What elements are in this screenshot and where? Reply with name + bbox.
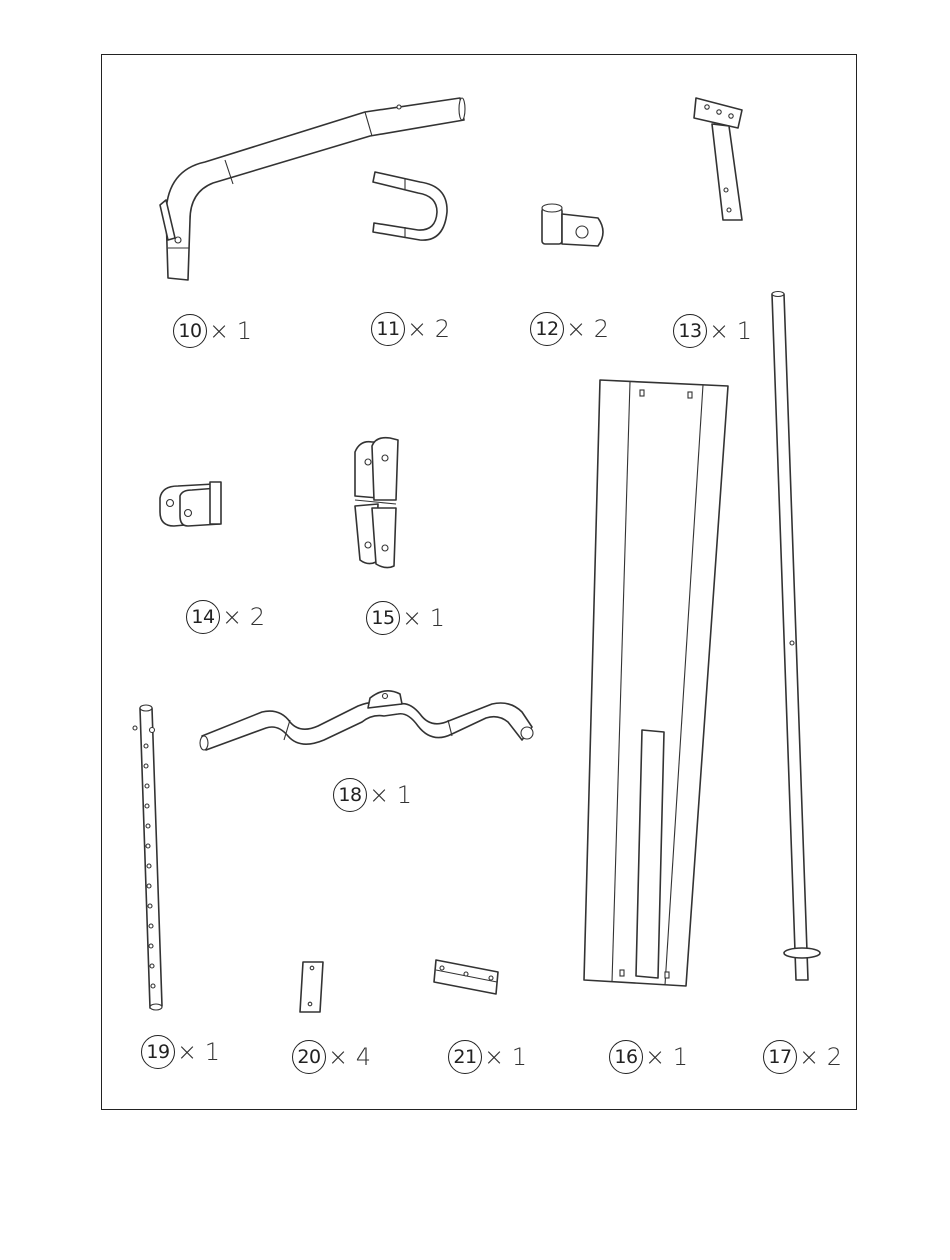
part-13-plate-post — [694, 98, 742, 220]
part-number-badge: 13 — [673, 314, 707, 348]
part-quantity: × 1 — [177, 1038, 220, 1066]
part-quantity: × 1 — [209, 317, 252, 345]
part-quantity: × 1 — [369, 781, 412, 809]
part-quantity: × 1 — [484, 1043, 527, 1071]
part-13-label: 13 × 1 — [673, 314, 752, 348]
part-15-label: 15 × 1 — [366, 601, 445, 635]
part-number-badge: 20 — [292, 1040, 326, 1074]
part-quantity: × 1 — [402, 604, 445, 632]
part-number-badge: 21 — [448, 1040, 482, 1074]
part-12-label: 12 × 2 — [530, 312, 609, 346]
part-19-adjustment-tube — [133, 705, 162, 1010]
part-21-angle-plate — [434, 960, 498, 994]
part-17-long-rod — [772, 292, 820, 981]
part-number-badge: 12 — [530, 312, 564, 346]
part-quantity: × 2 — [407, 315, 450, 343]
part-20-label: 20 × 4 — [292, 1040, 371, 1074]
part-quantity: × 1 — [709, 317, 752, 345]
part-14-label: 14 × 2 — [186, 600, 265, 634]
part-number-badge: 11 — [371, 312, 405, 346]
part-16-long-channel — [584, 380, 728, 986]
part-number-badge: 15 — [366, 601, 400, 635]
part-11-label: 11 × 2 — [371, 312, 450, 346]
part-20-small-plate — [300, 962, 323, 1012]
part-14-small-bracket — [160, 482, 221, 526]
part-number-badge: 19 — [141, 1035, 175, 1069]
part-number-badge: 10 — [173, 314, 207, 348]
part-21-label: 21 × 1 — [448, 1040, 527, 1074]
part-number-badge: 18 — [333, 778, 367, 812]
part-number-badge: 16 — [609, 1040, 643, 1074]
part-18-label: 18 × 1 — [333, 778, 412, 812]
part-10-label: 10 × 1 — [173, 314, 252, 348]
part-19-label: 19 × 1 — [141, 1035, 220, 1069]
part-11-u-bolt — [373, 172, 447, 240]
part-quantity: × 4 — [328, 1043, 371, 1071]
part-16-label: 16 × 1 — [609, 1040, 688, 1074]
part-quantity: × 2 — [222, 603, 265, 631]
part-quantity: × 1 — [645, 1043, 688, 1071]
part-quantity: × 2 — [799, 1043, 842, 1071]
part-12-pivot-bracket — [542, 204, 603, 246]
part-15-double-bracket — [355, 438, 398, 568]
part-17-label: 17 × 2 — [763, 1040, 842, 1074]
part-number-badge: 14 — [186, 600, 220, 634]
part-number-badge: 17 — [763, 1040, 797, 1074]
part-18-curl-bar — [200, 691, 533, 750]
part-quantity: × 2 — [566, 315, 609, 343]
